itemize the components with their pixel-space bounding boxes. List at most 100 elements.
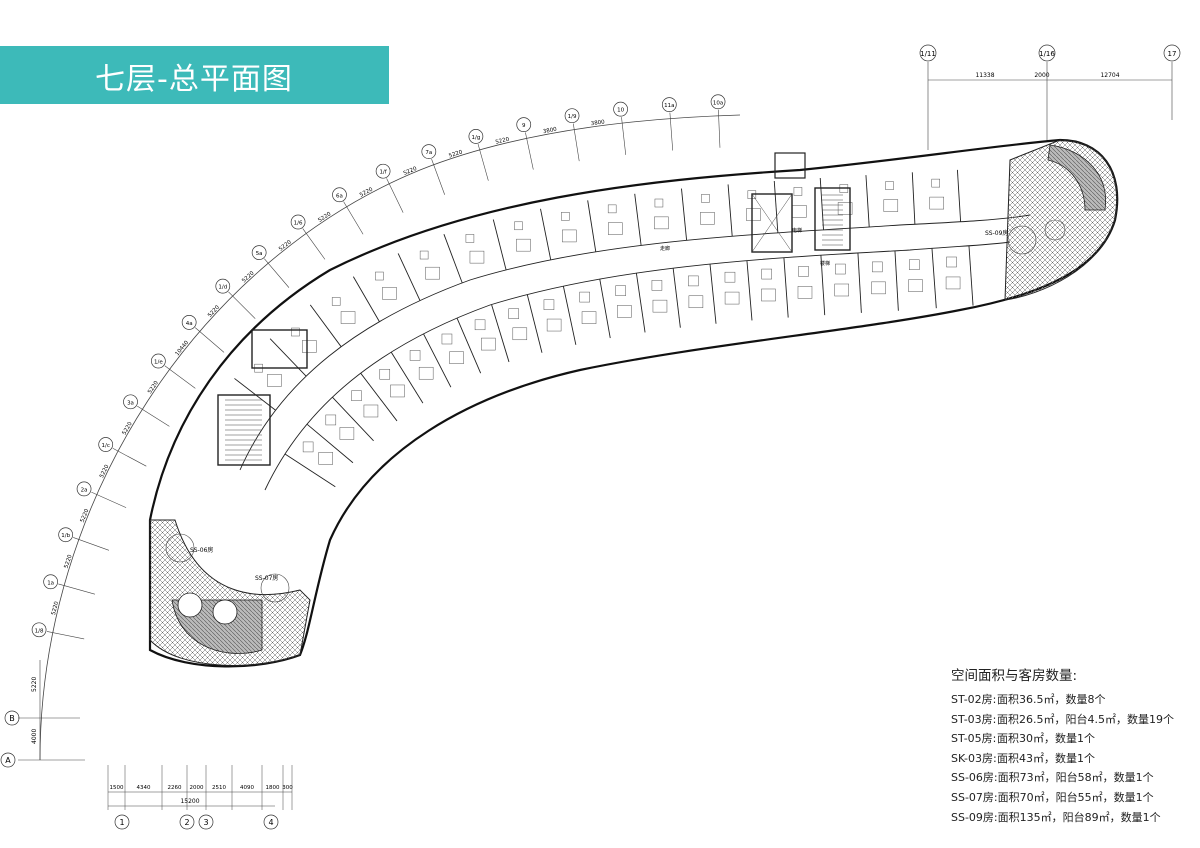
arc-dim-text: 5220: [207, 304, 221, 319]
bathroom-fixture: [798, 266, 809, 277]
legend-code: SS-09房:: [951, 810, 998, 824]
axis-bubble-4: [263, 814, 279, 830]
bed: [363, 404, 379, 418]
bathroom-fixture: [615, 285, 626, 296]
room-partition: [672, 268, 681, 328]
bed: [339, 427, 355, 440]
room-partition: [635, 273, 646, 333]
bed: [883, 199, 899, 212]
room-partition: [284, 453, 336, 488]
axis-label-top: 1/11: [920, 50, 936, 58]
dim-text: 5220: [31, 677, 38, 692]
legend-item: SS-06房:面积73㎡，阳台58㎡，数量1个: [951, 768, 1191, 788]
bathroom-fixture: [302, 441, 314, 453]
axis-bubble-arc: [613, 101, 628, 117]
axis-bubble-arc: [332, 187, 347, 203]
bed: [834, 283, 849, 297]
room-partition: [599, 278, 611, 339]
room-label-stair: 楼梯: [820, 260, 830, 267]
guest-rooms-south: [284, 245, 974, 488]
room-partition: [956, 169, 962, 222]
bed: [267, 374, 282, 387]
axis-bubble-arc: [98, 437, 114, 452]
bed: [837, 202, 853, 215]
axis-bubble-top-3: [1163, 44, 1181, 62]
legend-desc: 面积70㎡，阳台55㎡，数量1个: [997, 790, 1154, 804]
axis-label-arc: 6a: [336, 193, 343, 199]
stair-treads: [822, 194, 843, 246]
axis-label-arc: 1/d: [218, 285, 227, 291]
axis-label-arc: 9: [522, 123, 526, 129]
axis-bubble-arc: [710, 94, 726, 110]
room-partition: [269, 338, 307, 377]
arc-grid-tick: [91, 491, 127, 508]
dim-text: 11338: [975, 72, 994, 79]
axis-bubble-arc: [31, 622, 47, 638]
bed: [546, 318, 562, 332]
arc-grid-tick: [112, 448, 147, 467]
axis-label-bottom: 4: [268, 818, 273, 827]
bed: [302, 340, 317, 353]
arc-grid-tick: [386, 178, 404, 213]
room-partition: [773, 180, 779, 233]
axis-label-arc: 11a: [664, 103, 674, 109]
room-partition: [911, 172, 916, 225]
legend-desc: 面积73㎡，阳台58㎡，数量1个: [997, 771, 1154, 785]
axis-label-arc: 5a: [256, 251, 263, 257]
axis-bubble-top-1: [919, 44, 937, 62]
bed: [562, 229, 577, 243]
axis-bubble-arc: [421, 144, 437, 159]
axis-label-arc: 4a: [186, 321, 193, 327]
title-banner: 七层-总平面图: [0, 46, 389, 104]
axis-bubble-arc: [181, 315, 197, 330]
bed: [652, 299, 668, 313]
bed: [449, 351, 464, 364]
room-partition: [540, 208, 552, 260]
arc-dim-text: 5220: [448, 149, 464, 159]
arc-grid-tick: [264, 258, 290, 288]
arc-grid-tick: [431, 159, 445, 195]
bathroom-fixture: [931, 178, 940, 188]
axis-bubble-arc: [375, 163, 391, 179]
bathroom-fixture: [909, 259, 920, 270]
bathroom-fixture: [465, 234, 475, 243]
axis-label-left: A: [5, 756, 11, 765]
arc-grid-tick: [58, 583, 96, 595]
room-partition: [865, 175, 870, 228]
arc-dim-text: 5220: [403, 166, 419, 177]
legend-code: SS-07房:: [951, 790, 998, 804]
bathroom-fixture: [835, 263, 846, 275]
bathroom-fixture: [409, 350, 421, 361]
legend-code: SK-03房:: [951, 751, 997, 765]
bed: [908, 279, 923, 292]
bathroom-fixture: [688, 275, 699, 287]
bathroom-fixture: [379, 368, 391, 380]
legend-item: SS-09房:面积135㎡，阳台89㎡，数量1个: [951, 808, 1191, 828]
axis-label-arc: 1a: [47, 580, 54, 586]
axis-bubble-arc: [661, 97, 677, 112]
elevator-core-west: [251, 329, 308, 369]
axis-label-arc: 2a: [81, 487, 88, 493]
axis-label-arc: 3a: [127, 400, 134, 406]
axis-bubble-arc: [43, 574, 58, 590]
axis-label-arc: 1/b: [61, 533, 70, 539]
bed: [797, 286, 813, 299]
bathroom-fixture: [508, 308, 519, 319]
arc-grid-tick: [164, 365, 196, 389]
arc-grid-tick: [137, 405, 170, 427]
axis-bubble-B: [4, 710, 20, 726]
axis-bubble-arc: [516, 117, 532, 132]
legend-code: SS-06房:: [951, 771, 998, 785]
bed: [469, 250, 485, 264]
bed: [688, 295, 704, 309]
arc-grid-tick: [477, 144, 489, 181]
axis-label-bottom: 3: [203, 818, 208, 827]
legend-code: ST-03房:: [951, 712, 997, 726]
arc-dim-text: 5220: [99, 463, 111, 479]
axis-bubble-2: [179, 814, 195, 830]
room-partition: [727, 184, 733, 237]
arc-grid-tick: [669, 112, 674, 151]
room-partition: [423, 333, 452, 388]
bathroom-fixture: [701, 194, 710, 203]
